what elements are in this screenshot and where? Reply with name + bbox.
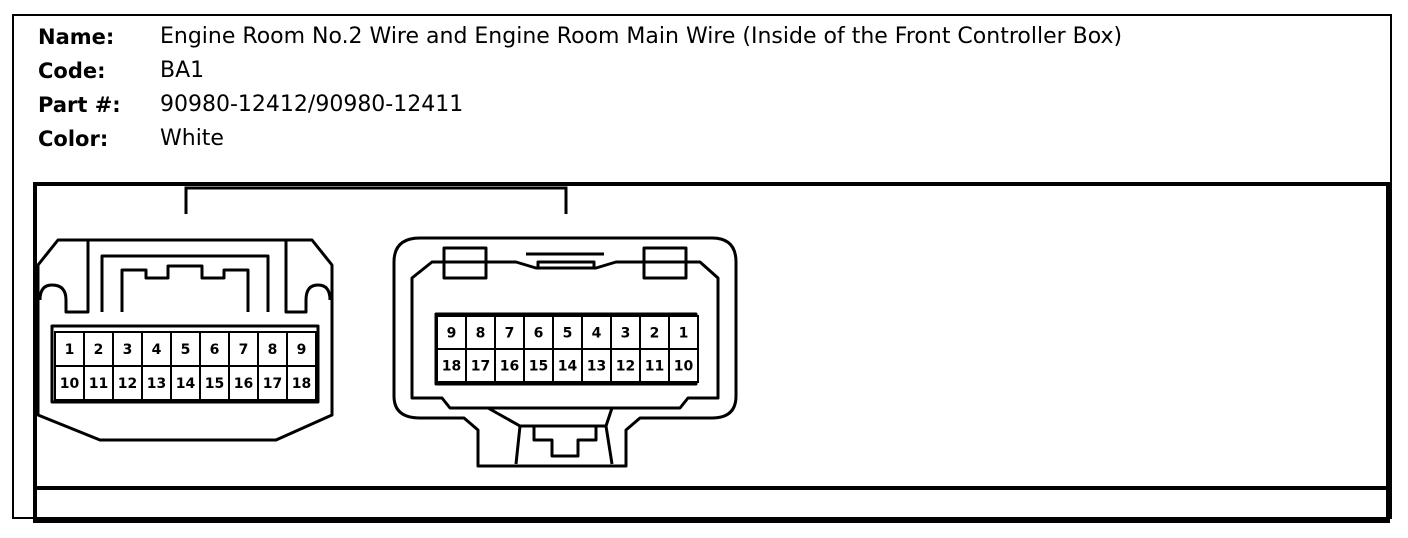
left-pin-label-3: 3 [123,342,133,358]
right-pin-cell-8 [465,315,496,350]
left-pin-label-12: 12 [118,376,137,392]
left-pin-label-7: 7 [239,342,249,358]
color-label: Color: [38,127,109,151]
left-pin-cell-15 [199,365,230,401]
left-pin-label-6: 6 [210,342,220,358]
left-pin-label-10: 10 [60,376,80,392]
right-pin-label-8: 8 [476,326,486,342]
right-pin-label-13: 13 [587,359,606,375]
right-pin-cell-13 [581,348,612,383]
left-connector-housing [36,238,334,442]
left-pin-label-1: 1 [65,342,75,358]
right-pin-cell-11 [639,348,670,383]
left-pin-label-5: 5 [181,342,191,358]
info-row-part: Part #: 90980-12412/90980-12411 [38,90,1338,124]
diagram-frame [33,182,1390,523]
left-pin-label-18: 18 [292,376,311,392]
left-pin-label-2: 2 [94,342,104,358]
left-pin-cell-9 [286,331,317,367]
right-connector-lock [487,406,614,465]
name-value: Engine Room No.2 Wire and Engine Room Ma… [160,24,1123,49]
right-pin-label-3: 3 [621,326,631,342]
info-row-color: Color: White [38,124,1338,158]
right-pin-label-5: 5 [563,326,573,342]
left-pin-cell-17 [257,365,288,401]
right-connector-housing [392,236,738,468]
mating-bracket [184,186,568,214]
right-connector-right-tab [642,246,688,280]
left-pin-cell-11 [83,365,114,401]
right-pin-label-18: 18 [442,359,461,375]
right-pin-cell-12 [610,348,641,383]
name-label: Name: [38,25,115,49]
right-pin-cell-15 [523,348,554,383]
right-connector-top-notch [526,252,604,268]
right-pin-label-11: 11 [645,359,664,375]
left-pin-label-9: 9 [297,342,307,358]
diagram-divider [37,486,1386,490]
right-pin-cell-18 [436,348,467,383]
left-pin-label-15: 15 [205,376,224,392]
left-connector-inner-outline [38,240,332,314]
left-pin-label-17: 17 [263,376,282,392]
info-row-code: Code: BA1 [38,56,1338,90]
right-pin-label-17: 17 [471,359,490,375]
left-pin-label-14: 14 [176,376,196,392]
left-pin-cell-13 [141,365,172,401]
right-pin-label-1: 1 [679,326,689,342]
part-number-value: 90980-12412/90980-12411 [160,92,464,117]
left-pin-cell-10 [54,365,85,401]
left-pin-cell-14 [170,365,201,401]
right-pin-label-7: 7 [505,326,515,342]
right-connector [392,236,738,468]
outer-frame [12,14,1392,519]
left-connector-pin-frame [50,324,320,404]
right-pin-label-12: 12 [616,359,635,375]
right-pin-label-4: 4 [592,326,602,342]
right-connector-inner-outline [410,260,720,410]
right-pin-cell-10 [668,348,699,383]
code-label: Code: [38,59,106,83]
left-pin-label-8: 8 [268,342,278,358]
color-value: White [160,126,224,151]
info-row-name: Name: Engine Room No.2 Wire and Engine R… [38,22,1338,56]
right-pin-label-2: 2 [650,326,660,342]
left-pin-label-13: 13 [147,376,166,392]
right-connector-left-tab [442,246,488,280]
right-pin-cell-17 [465,348,496,383]
left-pin-cell-18 [286,365,317,401]
right-pin-label-16: 16 [500,359,519,375]
right-pin-label-10: 10 [674,359,694,375]
left-pin-label-4: 4 [152,342,162,358]
right-pin-label-9: 9 [447,326,457,342]
right-pin-label-6: 6 [534,326,544,342]
right-pin-cell-16 [494,348,525,383]
left-pin-label-16: 16 [234,376,253,392]
right-pin-label-14: 14 [558,359,578,375]
right-pin-label-15: 15 [529,359,548,375]
right-pin-cell-14 [552,348,583,383]
part-number-label: Part #: [38,93,121,117]
right-pin-grid: 9 8 7 6 5 4 3 2 1 18 17 16 15 14 13 12 11 10 [436,315,699,383]
left-pin-label-11: 11 [89,376,108,392]
code-value: BA1 [160,58,205,83]
left-connector-latch [100,254,270,312]
left-connector [36,238,334,442]
